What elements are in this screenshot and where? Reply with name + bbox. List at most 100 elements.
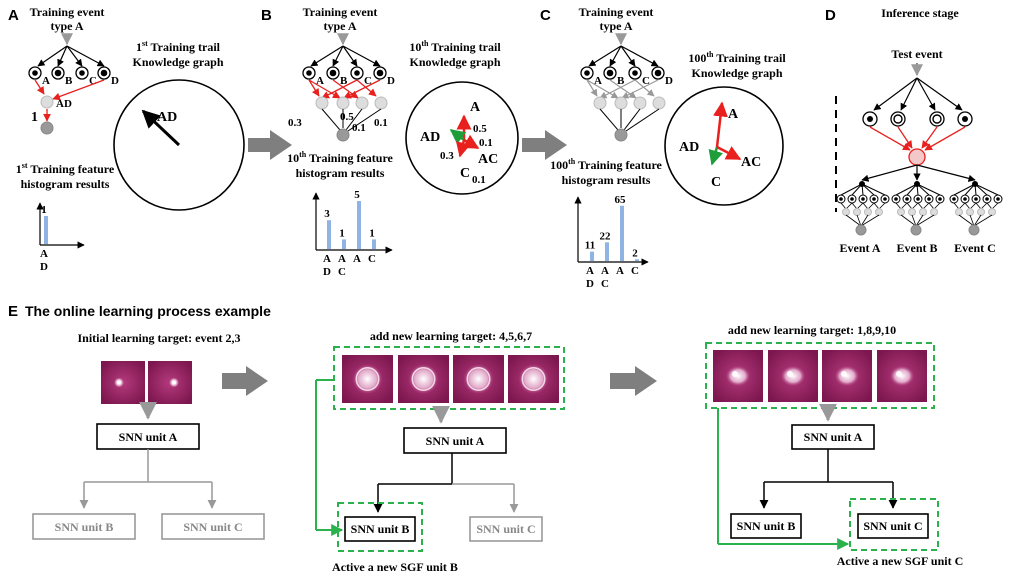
new-unit-dashed-box	[849, 498, 939, 551]
vector-weight-c: 0.1	[472, 174, 486, 186]
hidden-node	[633, 96, 647, 110]
vector-label-ad: AD	[679, 140, 699, 155]
eye-node	[960, 194, 970, 204]
snn-unit-c-label: SNN unit C	[476, 522, 535, 536]
eye-node-b	[603, 66, 617, 80]
event-title-line1: Training event	[303, 5, 378, 19]
hidden-node	[919, 208, 927, 216]
hidden-node	[842, 208, 850, 216]
hist-bar-label: C	[601, 278, 609, 290]
hist-bar-value: 11	[585, 240, 595, 252]
snn-unit-a-box	[403, 427, 507, 454]
step1-images	[101, 361, 192, 404]
hist-title-c-line2: histogram results	[562, 173, 651, 187]
eye-node	[982, 194, 992, 204]
hist-bar	[620, 205, 624, 261]
weight-label: 0.3	[288, 117, 302, 129]
hidden-node	[966, 208, 974, 216]
snn-unit-a-label: SNN unit A	[426, 434, 485, 448]
active-unit-b-label: Active a new SGF unit B	[332, 560, 458, 574]
panel-letter-c: C	[540, 7, 551, 24]
eye-node	[949, 194, 959, 204]
snn-unit-a-label: SNN unit A	[119, 430, 178, 444]
eye-node-d	[957, 111, 973, 127]
panel-a: A Training event type A A B C D AD 1	[8, 5, 245, 273]
eye-node-d	[651, 66, 665, 80]
new-target-dashed-box	[333, 346, 565, 410]
hidden-node	[374, 96, 388, 110]
node-label-d: D	[665, 75, 673, 87]
hidden-node	[875, 208, 883, 216]
hist-bar-label: D	[586, 278, 594, 290]
hist-title-a-line2: histogram results	[21, 177, 110, 191]
hist-bar-label: C	[631, 265, 639, 277]
node-label-d: D	[387, 75, 395, 87]
panel-c: C Training event type A A B C D	[540, 5, 786, 290]
eye-node-c	[929, 111, 945, 127]
hist-title-b: 10th Training feature	[287, 150, 393, 165]
subnetworks	[836, 181, 1003, 236]
eye-node-c	[628, 66, 642, 80]
snn-unit-b-box	[730, 513, 802, 539]
output-node	[968, 224, 980, 236]
weight-label: 0.5	[340, 111, 354, 123]
hist-bar-label: A	[338, 253, 346, 265]
vector-label-c: C	[711, 175, 721, 190]
merged-node	[908, 148, 926, 166]
snn-unit-c-box	[469, 516, 543, 542]
event-image	[877, 350, 927, 402]
hist-bar-label: A	[616, 265, 624, 277]
snn-unit-b-label: SNN unit B	[351, 522, 410, 536]
node-label-c: C	[89, 75, 97, 87]
snn-unit-a-box	[791, 424, 875, 450]
event-image	[508, 355, 559, 403]
gray-arrow-e2	[610, 366, 657, 396]
hidden-node	[955, 208, 963, 216]
hidden-node	[315, 96, 329, 110]
inference-title: Inference stage	[881, 6, 959, 20]
hist-bar-value: 5	[354, 189, 360, 201]
eye-node	[836, 194, 846, 204]
subnetwork	[891, 181, 945, 236]
vector-ac	[716, 145, 742, 161]
event-image	[822, 350, 872, 402]
eye-node-d	[97, 66, 111, 80]
eye-node	[891, 194, 901, 204]
step1-title: Initial learning target: event 2,3	[78, 331, 241, 345]
merged-node	[40, 95, 54, 109]
snn-unit-c-label: SNN unit C	[183, 520, 242, 534]
hidden-node	[864, 208, 872, 216]
test-event-label: Test event	[891, 47, 942, 61]
hidden-node	[593, 96, 607, 110]
merged-label: AD	[56, 98, 72, 110]
output-node	[40, 121, 54, 135]
hist-title-c: 100th Training feature	[550, 157, 662, 172]
hist-title-b-line2: histogram results	[296, 166, 385, 180]
step2-title: add new learning target: 4,5,6,7	[370, 329, 532, 343]
event-image	[101, 361, 145, 404]
panel-letter-a: A	[8, 7, 19, 24]
weight-label: 0.1	[352, 122, 366, 134]
hist-bar	[357, 201, 361, 249]
event-c-label: Event C	[954, 241, 996, 255]
hist-bar-value: 2	[632, 247, 638, 259]
hist-bar-value: 65	[615, 194, 627, 206]
subnetwork	[949, 181, 1003, 236]
hist-bar-value: 1	[369, 227, 375, 239]
hist-bar-label: A	[601, 265, 609, 277]
section-e-title: The online learning process example	[25, 303, 271, 319]
event-title-line2: type A	[600, 19, 633, 33]
node-label-b: B	[65, 75, 73, 87]
hidden-node	[853, 208, 861, 216]
node-label-b: B	[340, 75, 348, 87]
vector-label-ad: AD	[157, 110, 177, 125]
hist-bar-label: C	[338, 266, 346, 278]
event-title-line2: type A	[324, 19, 357, 33]
step3-images	[713, 350, 927, 402]
eye-node	[913, 194, 923, 204]
event-image	[342, 355, 393, 403]
kg-title-c: 100th Training trail	[688, 50, 786, 65]
eye-node	[971, 194, 981, 204]
active-unit-c-label: Active a new SGF unit C	[837, 554, 964, 568]
